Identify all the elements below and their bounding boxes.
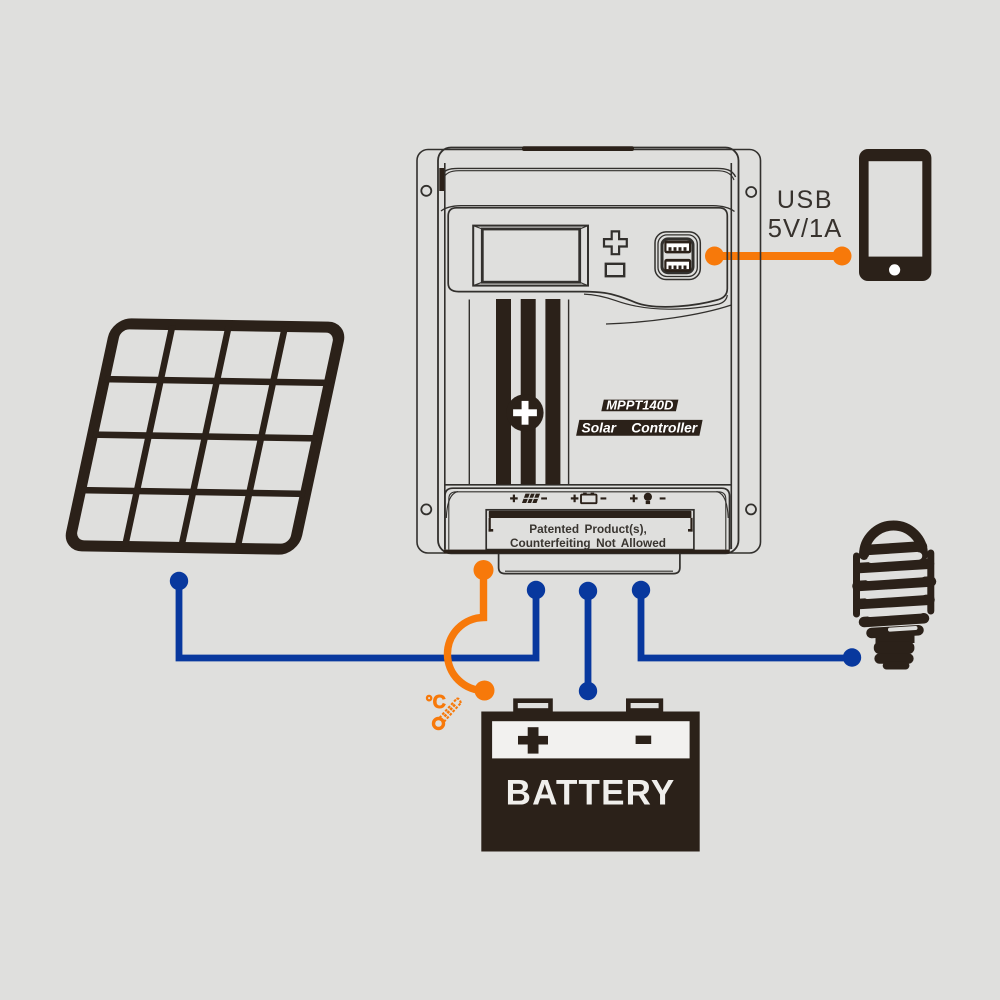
svg-text:Solar: Solar — [582, 421, 617, 436]
svg-text:Controller: Controller — [631, 421, 698, 436]
svg-text:5V/1A: 5V/1A — [768, 215, 842, 243]
svg-text:°C: °C — [426, 692, 446, 712]
svg-text:BATTERY: BATTERY — [506, 774, 676, 813]
svg-text:Counterfeiting Not Allowed: Counterfeiting Not Allowed — [510, 536, 666, 550]
svg-text:USB: USB — [777, 186, 833, 214]
svg-text:MPPT140D: MPPT140D — [606, 398, 674, 413]
svg-text:Patented Product(s),: Patented Product(s), — [529, 522, 647, 536]
